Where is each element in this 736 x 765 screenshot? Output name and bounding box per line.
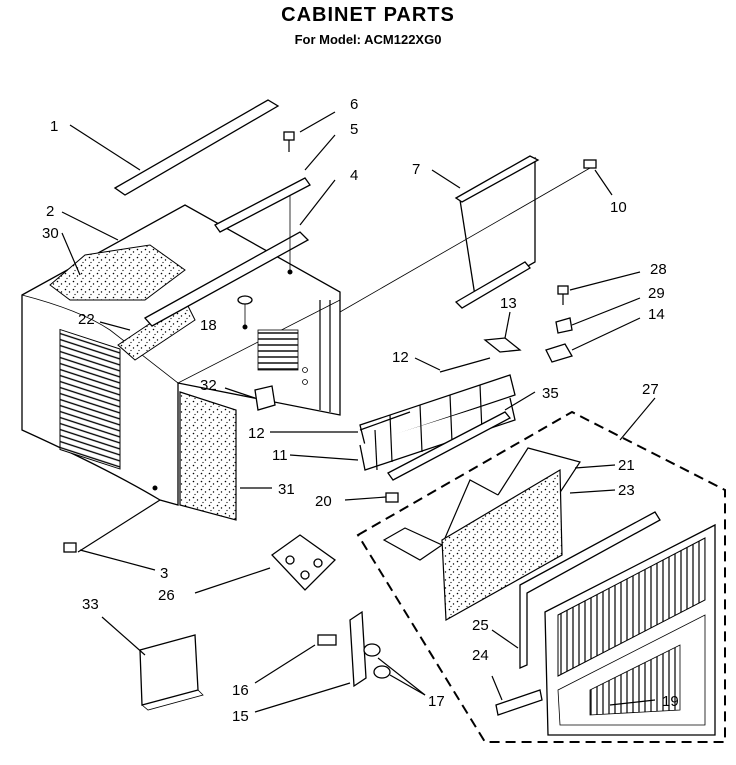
callout-21: 21 — [618, 457, 635, 474]
rail-part-1 — [113, 99, 280, 196]
filter-part-23 — [441, 468, 563, 621]
callout-23: 23 — [618, 482, 635, 499]
front-assembly-group-27 — [356, 410, 726, 743]
callout-11: 11 — [272, 447, 288, 464]
model-subtitle: For Model: ACM122XG0 — [294, 32, 442, 47]
screw-part-20 — [385, 492, 399, 503]
callout-26: 26 — [158, 587, 175, 604]
rail-part-5 — [214, 177, 311, 233]
callout-4: 4 — [350, 167, 358, 184]
callout-33: 33 — [82, 596, 99, 613]
frame-part-25 — [519, 511, 661, 669]
trim-part-24 — [495, 689, 543, 716]
clip-part-32 — [254, 385, 276, 411]
side-grille-part-7 — [454, 155, 540, 309]
callout-2: 2 — [46, 203, 54, 220]
rod-part-12-upper — [439, 357, 491, 373]
screw-part-28 — [557, 285, 569, 305]
callout-19: 19 — [662, 693, 679, 710]
callout-10: 10 — [610, 199, 627, 216]
callout-18: 18 — [200, 317, 217, 334]
callout-27: 27 — [642, 381, 659, 398]
callout-30: 30 — [42, 225, 59, 242]
callout-13: 13 — [500, 295, 517, 312]
callout-24: 24 — [472, 647, 489, 664]
callout-28: 28 — [650, 261, 667, 278]
strap-part-13 — [483, 337, 522, 353]
callout-15: 15 — [232, 708, 249, 725]
callout-29: 29 — [648, 285, 665, 302]
bracket-part-29 — [555, 317, 573, 334]
callout-12-lower: 12 — [248, 425, 265, 442]
callout-17: 17 — [428, 693, 445, 710]
callout-14: 14 — [648, 306, 665, 323]
callout-20: 20 — [315, 493, 332, 510]
insulation-pad-30 — [49, 244, 186, 301]
callout-22: 22 — [78, 311, 95, 328]
front-panel-part-19 — [544, 523, 716, 736]
callout-12-upper: 12 — [392, 349, 409, 366]
callout-31: 31 — [278, 481, 295, 498]
insulation-panel-31 — [179, 391, 237, 521]
switch-assembly-part-15 — [317, 610, 391, 688]
screw-part-10 — [583, 159, 597, 169]
callout-labels: 1 2 30 22 18 6 5 4 7 10 28 29 14 13 12 3… — [42, 96, 679, 725]
callout-35: 35 — [542, 385, 559, 402]
rail-part-4 — [143, 231, 310, 327]
callout-16: 16 — [232, 682, 249, 699]
leader-lines — [61, 111, 656, 713]
screw-part-3 — [63, 542, 77, 553]
callout-5: 5 — [350, 121, 358, 138]
screw-part-6 — [283, 131, 295, 152]
callout-1: 1 — [50, 118, 58, 135]
fan-assembly-part-11 — [359, 374, 516, 471]
clip-part-14 — [545, 343, 573, 363]
panel-part-33 — [139, 634, 204, 711]
page-title: CABINET PARTS — [281, 4, 455, 26]
bracket-part-26 — [271, 534, 337, 591]
rod-part-12-lower — [359, 411, 411, 431]
callout-32: 32 — [200, 377, 217, 394]
callout-7: 7 — [412, 161, 420, 178]
callout-25: 25 — [472, 617, 489, 634]
callout-3: 3 — [160, 565, 168, 582]
callout-6: 6 — [350, 96, 358, 113]
knob-part-18 — [237, 295, 253, 330]
rail-part-35 — [387, 411, 512, 481]
